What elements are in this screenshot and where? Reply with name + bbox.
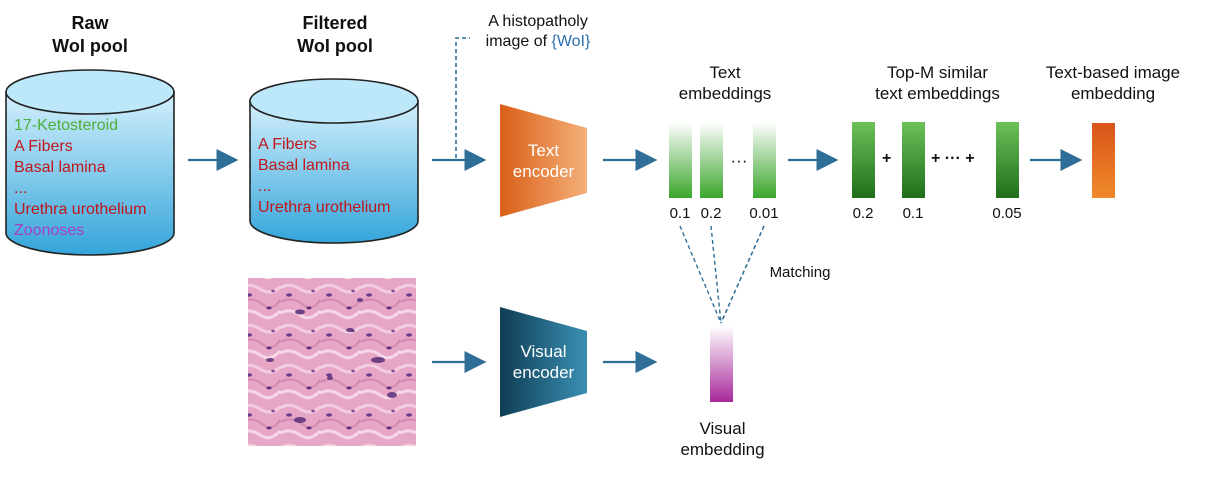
prompt-line2-prefix: image of [485,33,552,50]
prompt-connector [455,37,470,158]
visual-embedding-title: Visual embedding [660,418,785,460]
text-embedding-score-1: 0.1 [669,205,691,222]
text-based-title-line1: Text-based image [1045,63,1181,82]
text-encoder-label-line2: encoder [512,162,575,181]
raw-pool-item-1: 17-Ketosteroid [14,117,119,134]
text-embeddings-title: Text embeddings [655,62,795,104]
text-embeddings-ellipsis: ··· [730,151,748,170]
raw-pool-item-4: ... [14,180,28,197]
prompt-line1: A histopatholy [488,13,588,30]
raw-pool-item-2: A Fibers [14,138,73,155]
visual-encoder-block [500,307,587,417]
topm-embedding-bar-3 [996,122,1019,198]
text-based-image-embedding-bar [1092,123,1115,198]
topm-score-3: 0.05 [992,205,1022,222]
visual-encoder-label-line1: Visual [520,342,567,361]
matching-lines [679,225,765,324]
filtered-pool-item-1: A Fibers [258,136,317,153]
filtered-pool-cylinder [249,78,419,244]
raw-pool-item-5: Urethra urothelium [14,201,147,218]
text-embedding-score-3: 0.01 [749,205,779,222]
histopathology-nuclei [266,298,397,423]
text-based-image-embedding-title: Text-based image embedding [1028,62,1198,104]
text-based-title-line2: embedding [1070,84,1156,103]
filtered-pool-title-line2: WoI pool [297,36,373,56]
visual-encoder-label: Visual encoder [500,341,587,383]
raw-pool-title-line1: Raw [71,13,109,33]
histopathology-image [248,278,416,446]
plus-ellipsis-plus: + ··· + [931,150,975,167]
topm-score-1: 0.2 [852,205,874,222]
text-embedding-bar-2 [700,122,723,198]
filtered-pool-item-4: Urethra urothelium [258,199,391,216]
raw-pool-item-6: Zoonoses [14,222,85,239]
raw-pool-cylinder [5,69,175,256]
topm-embedding-bar-1 [852,122,875,198]
filtered-pool-item-2: Basal lamina [258,157,350,174]
text-embedding-score-2: 0.2 [700,205,722,222]
raw-pool-title-line2: WoI pool [52,36,128,56]
text-embedding-bar-3 [753,122,776,198]
matching-label: Matching [769,264,831,281]
prompt-line2: image of {WoI} [468,32,608,52]
filtered-pool-title-line1: Filtered [302,13,368,33]
text-encoder-label: Text encoder [500,140,587,182]
text-embeddings-title-line1: Text [709,63,741,82]
topm-title-line2: text embeddings [875,84,1000,103]
text-embedding-bar-1 [669,122,692,198]
visual-embedding-title-line1: Visual [699,419,746,438]
topm-embedding-bar-2 [902,122,925,198]
visual-encoder-label-line2: encoder [512,363,575,382]
prompt-text: A histopatholy image of {WoI} [468,12,608,52]
topm-score-2: 0.1 [902,205,924,222]
visual-embedding-bar [710,326,733,402]
prompt-placeholder: {WoI} [551,33,591,50]
topm-title: Top-M similar text embeddings [855,62,1020,104]
visual-embedding-title-line2: embedding [680,440,765,459]
filtered-pool-title: Filtered WoI pool [280,12,390,58]
plus-sign: + [882,150,892,167]
filtered-pool-item-3: ... [258,178,272,195]
text-encoder-block [500,104,587,217]
raw-pool-item-3: Basal lamina [14,159,106,176]
raw-pool-title: Raw WoI pool [40,12,140,58]
text-embeddings-title-line2: embeddings [678,84,772,103]
topm-title-line1: Top-M similar [886,63,989,82]
text-encoder-label-line1: Text [527,141,560,160]
